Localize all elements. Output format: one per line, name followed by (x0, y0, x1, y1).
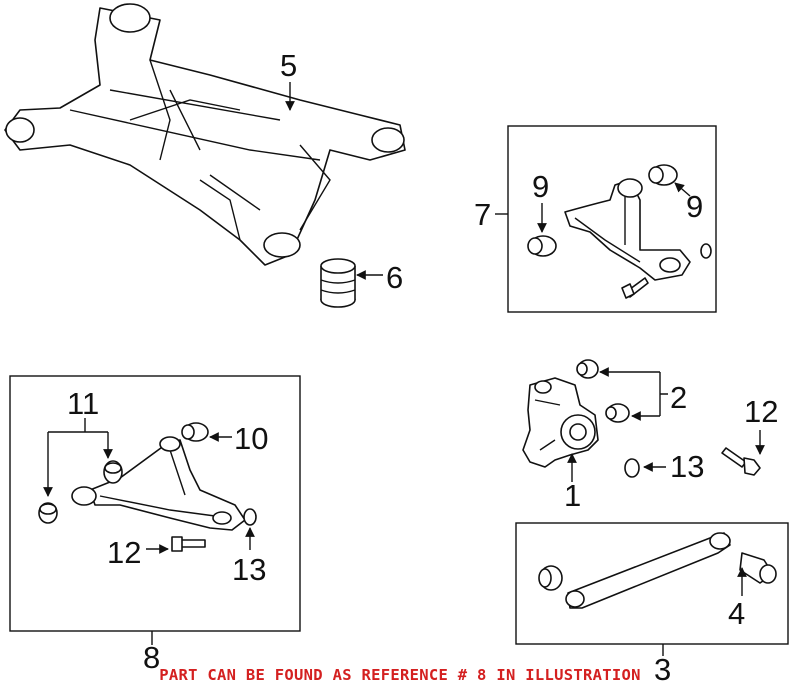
bushing-part-9-right[interactable] (648, 164, 678, 186)
callout-3: 3 (654, 652, 671, 687)
bushing-link-left[interactable] (538, 565, 563, 591)
callout-9-left: 9 (532, 169, 549, 204)
washer-box-7[interactable] (700, 243, 712, 259)
bushing-part-11-rear[interactable] (38, 502, 58, 524)
callout-13-box-8: 13 (232, 552, 266, 587)
bolt-part-12-right[interactable] (721, 447, 761, 476)
callout-12-right: 12 (744, 394, 778, 429)
box-8 (9, 375, 301, 632)
bolt-part-12-box-8[interactable] (171, 536, 206, 552)
callout-9-right: 9 (686, 189, 703, 224)
washer-part-13-right[interactable] (624, 458, 640, 478)
callout-6: 6 (386, 260, 403, 295)
bushing-part-2-upper[interactable] (576, 359, 599, 379)
callout-9-right-arrow (674, 182, 691, 197)
callout-1: 1 (564, 478, 581, 513)
box-7 (507, 125, 717, 313)
knuckle-part-1[interactable] (522, 377, 599, 468)
bushing-part-9-left[interactable] (527, 235, 557, 257)
bushing-part-11-front[interactable] (103, 460, 123, 484)
callout-4: 4 (728, 596, 745, 631)
callout-5: 5 (280, 48, 297, 83)
bolt-box-7[interactable] (621, 277, 649, 299)
callout-8: 8 (143, 640, 160, 675)
bushing-part-10[interactable] (181, 422, 209, 442)
bushing-part-4[interactable] (739, 552, 777, 584)
callout-10: 10 (234, 421, 268, 456)
callout-12-box-8: 12 (107, 535, 141, 570)
bushing-part-2-lower[interactable] (605, 403, 630, 423)
callout-11: 11 (67, 386, 99, 421)
callout-13-right: 13 (670, 449, 704, 484)
footer-note: PART CAN BE FOUND AS REFERENCE # 8 IN IL… (159, 666, 641, 684)
lower-control-arm[interactable] (89, 436, 246, 531)
washer-part-13-box-8[interactable] (243, 508, 257, 526)
arm-end-bushing (71, 486, 97, 506)
upper-control-arm[interactable] (564, 178, 691, 281)
box-3 (515, 522, 789, 645)
lateral-link[interactable] (565, 532, 731, 609)
bushing-part-6[interactable] (320, 258, 356, 308)
callout-2-bar (659, 372, 668, 416)
subframe-part-5[interactable] (4, 3, 406, 266)
callout-7: 7 (474, 197, 491, 232)
callout-2: 2 (670, 380, 687, 415)
